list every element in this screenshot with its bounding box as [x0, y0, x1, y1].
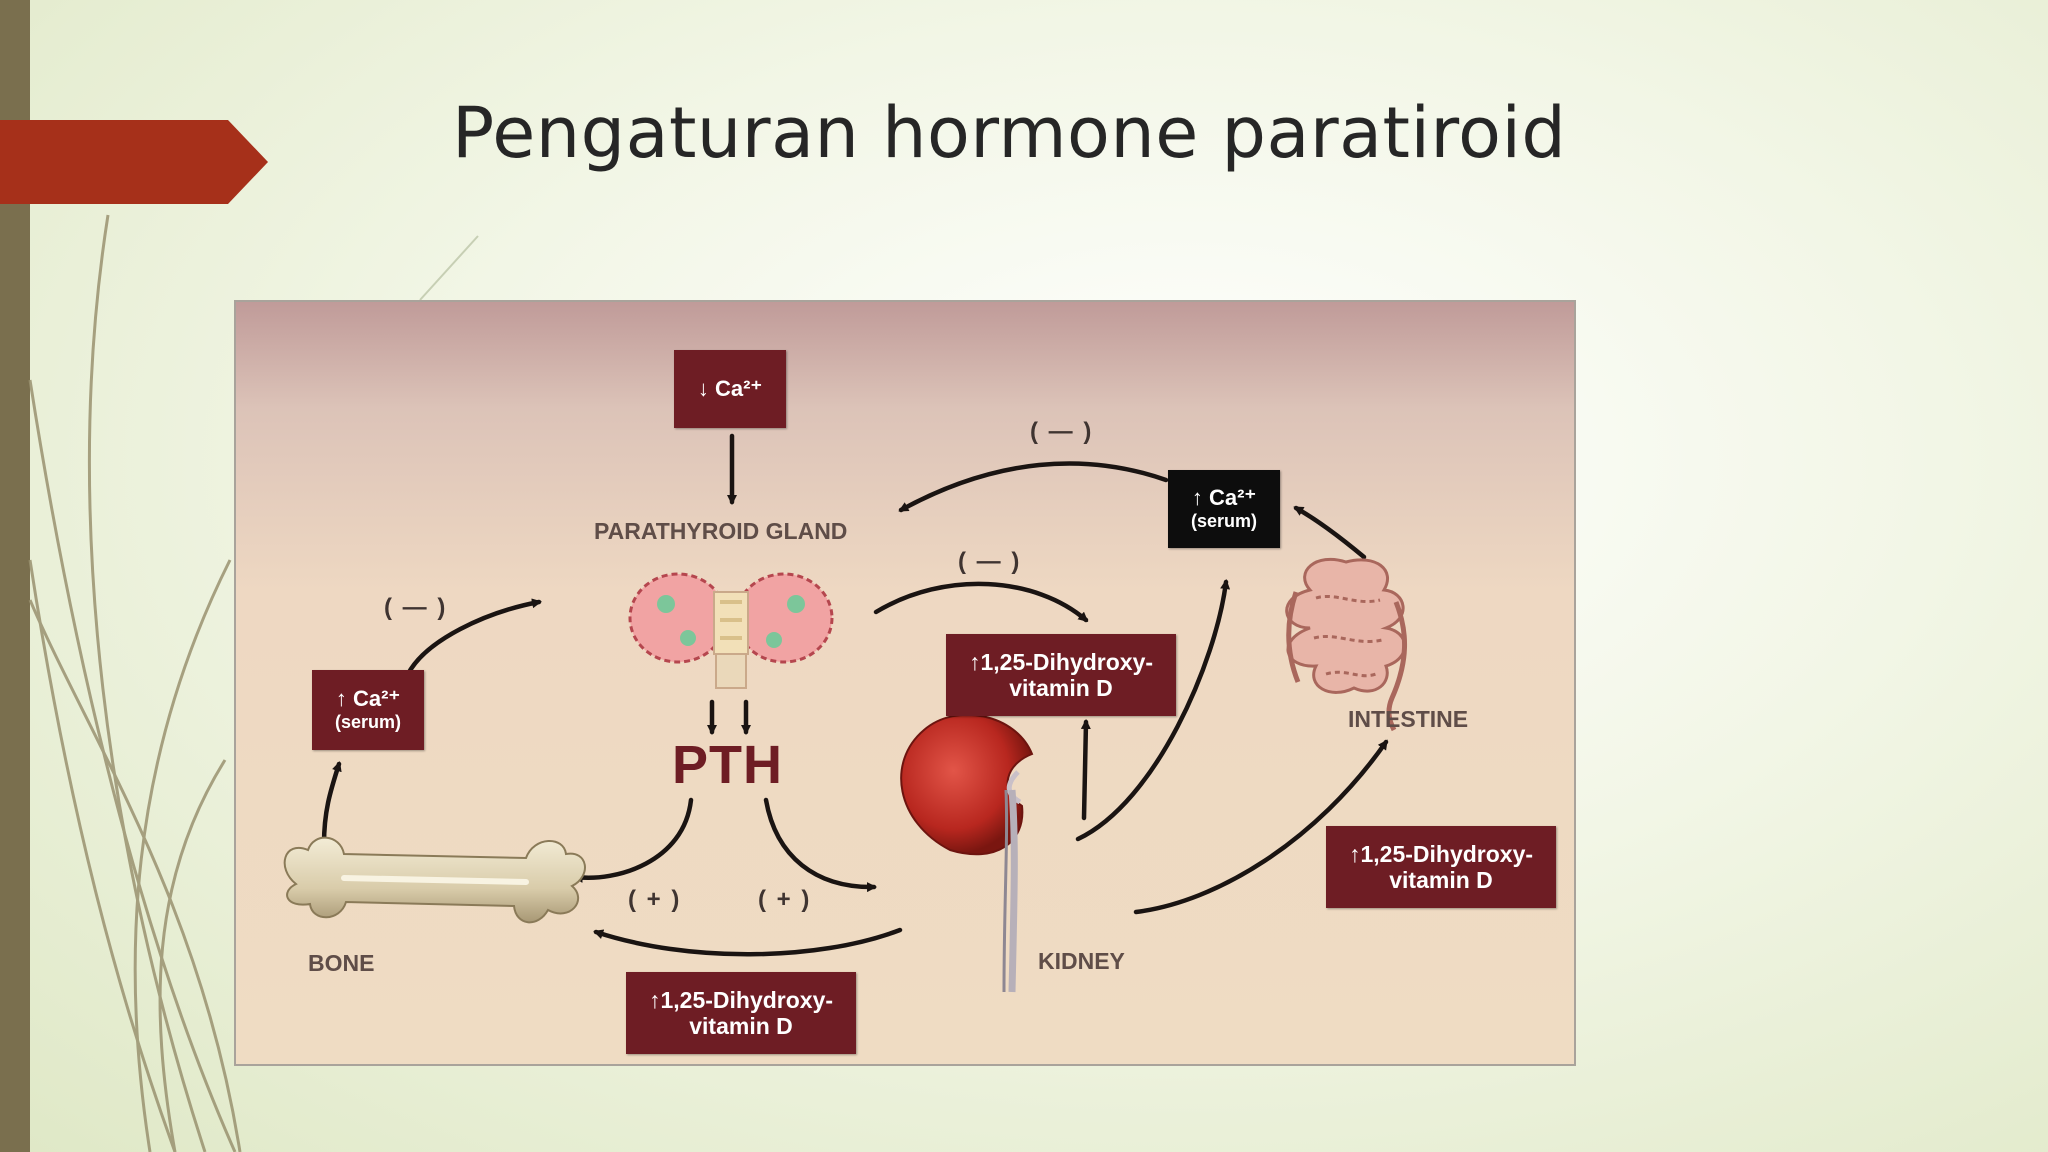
pth-label: PTH: [672, 735, 783, 795]
kidney-label: KIDNEY: [1038, 948, 1125, 974]
slide-title: Pengaturan hormone paratiroid: [452, 92, 1567, 174]
diagram-artwork: [283, 433, 1408, 993]
negative-feedback-top: ( — ): [1030, 418, 1094, 445]
arrow-kidney-to-vitd: [1080, 719, 1091, 821]
decorative-swooshes: [28, 214, 242, 1152]
vitamin-d-center-line1: ↑1,25-Dihydroxy-: [968, 649, 1154, 675]
vitamin-d-bottom-line1: ↑1,25-Dihydroxy-: [648, 987, 834, 1013]
negative-feedback-left: ( — ): [384, 594, 448, 621]
vitamin-d-box-right: ↑1,25-Dihydroxy- vitamin D: [1326, 826, 1556, 908]
arrow-pth-to-kidney: [763, 797, 877, 893]
serum-calcium-left-line2: (serum): [334, 712, 401, 732]
vitamin-d-bottom-line2: vitamin D: [689, 1013, 793, 1039]
serum-calcium-left-line1: ↑ Ca²⁺: [335, 686, 401, 711]
pth-regulation-diagram: ↓ Ca²⁺ ↑ Ca²⁺ (serum) ↑ Ca²⁺ (serum) ↑1,…: [234, 300, 1576, 1066]
parathyroid-gland-label: PARATHYROID GLAND: [594, 518, 848, 544]
vitamin-d-box-center: ↑1,25-Dihydroxy- vitamin D: [946, 634, 1176, 716]
vitamin-d-center-line2: vitamin D: [1009, 675, 1113, 701]
positive-effect-kidney: ( + ): [758, 886, 812, 913]
arrow-intestine-to-serum: [1293, 505, 1367, 560]
intestine-illustration: [1285, 557, 1408, 732]
vitamin-d-box-bottom: ↑1,25-Dihydroxy- vitamin D: [626, 972, 856, 1054]
negative-feedback-mid: ( — ): [958, 548, 1022, 575]
arrow-kidney-to-serum: [1075, 579, 1231, 842]
serum-calcium-line1: ↑ Ca²⁺: [1191, 485, 1257, 510]
vitamin-d-right-line2: vitamin D: [1389, 867, 1493, 893]
positive-effect-bone: ( + ): [628, 886, 682, 913]
vitamin-d-right-line1: ↑1,25-Dihydroxy-: [1348, 841, 1534, 867]
low-calcium-text: ↓ Ca²⁺: [697, 376, 763, 401]
arrow-pth-to-bone: [573, 797, 694, 883]
decorative-line: [419, 235, 479, 301]
arrow-serum-to-gland: [405, 598, 542, 677]
title-arrow-accent: [0, 120, 268, 204]
serum-calcium-line2: (serum): [1190, 511, 1257, 531]
low-calcium-trigger-box: ↓ Ca²⁺: [674, 350, 786, 428]
arrow-bone-to-serum: [321, 761, 342, 847]
kidney-illustration: [900, 713, 1034, 993]
serum-calcium-box-top: ↑ Ca²⁺ (serum): [1168, 470, 1280, 548]
bone-label: BONE: [308, 950, 375, 976]
bone-illustration: [283, 836, 586, 924]
intestine-label: INTESTINE: [1348, 706, 1469, 732]
arrow-serum-feedback-top: [898, 461, 1169, 513]
arrow-vitd-gland-loop: [873, 581, 1089, 623]
parathyroid-gland-illustration: [628, 572, 834, 689]
serum-calcium-box-left: ↑ Ca²⁺ (serum): [312, 670, 424, 750]
arrow-kidney-to-intestine: [1133, 739, 1389, 915]
arrow-kidney-to-bone: [593, 927, 903, 957]
